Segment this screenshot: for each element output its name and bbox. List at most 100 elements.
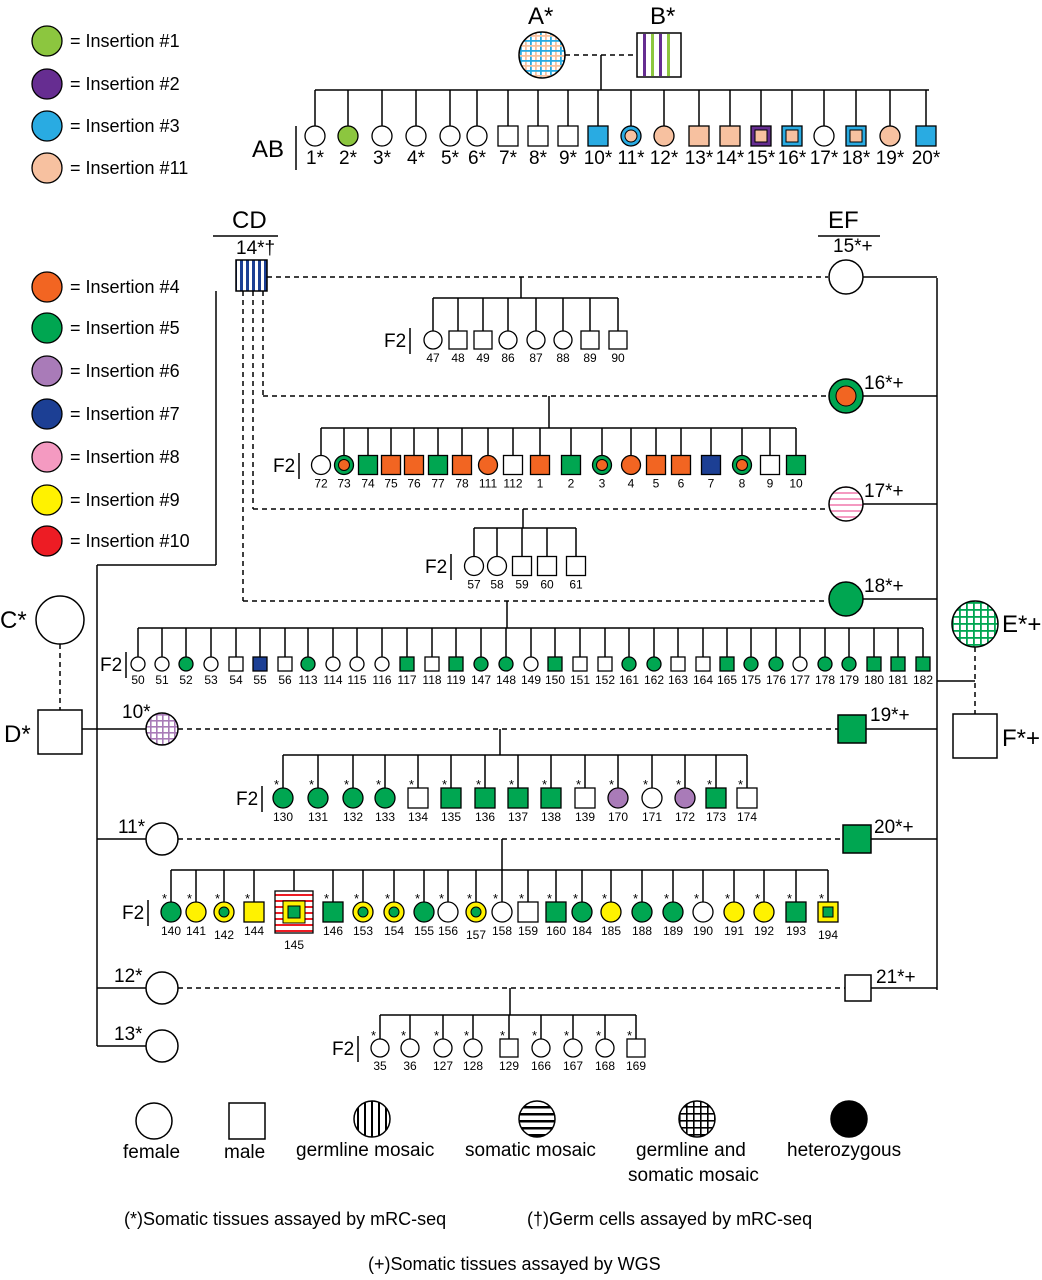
f2-individual-symbol (333, 454, 355, 476)
f2-individual-id: 189 (663, 924, 683, 938)
asterisk-mark: * (476, 777, 481, 792)
asterisk-mark: * (434, 1028, 439, 1043)
f2-individual-symbol (866, 656, 882, 672)
f2-individual-id: 167 (563, 1059, 583, 1073)
legend-germline-mosaic-label: germline mosaic (296, 1140, 434, 1161)
f2-individual-id: 161 (619, 673, 639, 687)
f2-individual-id: 49 (476, 351, 490, 365)
footnotes: (*)Somatic tissues assayed by mRC-seq (†… (124, 1209, 812, 1274)
insertion-11-swatch (31, 152, 63, 184)
insertion-5-swatch (31, 312, 63, 344)
ab-family-label: AB (252, 136, 284, 163)
insertion-7-swatch (31, 398, 63, 430)
founder-e-label: E*+ (1002, 611, 1041, 638)
asterisk-mark: * (547, 891, 552, 906)
f2-individual-id: 158 (492, 924, 512, 938)
f2-individual-id: 170 (608, 810, 628, 824)
ab-child-symbol (466, 125, 488, 147)
f2-individual-symbol (531, 1038, 551, 1058)
f2-individual-id: 176 (766, 673, 786, 687)
f2-individual-id: 115 (347, 673, 366, 687)
f2-individual-id: 140 (161, 924, 181, 938)
ab-child-symbol (813, 125, 835, 147)
f2-individual-id: 172 (675, 810, 695, 824)
f2-individual-symbol (307, 787, 329, 809)
f2-individual-symbol (597, 656, 613, 672)
f2-individual-symbol (423, 330, 443, 350)
asterisk-mark: * (376, 777, 381, 792)
f2-individual-id: 58 (490, 578, 504, 592)
ef20-label: 20*+ (874, 817, 914, 838)
ab-child-symbol (845, 125, 867, 147)
asterisk-mark: * (245, 891, 250, 906)
f2-individual-id: 144 (244, 924, 264, 938)
ab-family: A* B* AB 1*2*3*4*5*6*7*8*9*10*11*12*13*1… (252, 3, 941, 170)
f2-individual-id: 194 (818, 928, 838, 942)
f2-individual-symbol (160, 901, 182, 923)
founder-d-label: D* (4, 721, 31, 748)
f2-individual-symbol (465, 901, 487, 923)
f2-individual-symbol (477, 454, 499, 476)
asterisk-mark: * (439, 891, 444, 906)
f2-individual-symbol (759, 454, 781, 476)
f2-individual-id: 127 (433, 1059, 453, 1073)
f2-individual-id: 119 (446, 673, 465, 687)
asterisk-mark: * (542, 777, 547, 792)
asterisk-mark: * (819, 891, 824, 906)
asterisk-mark: * (633, 891, 638, 906)
f2-individual-id: 175 (741, 673, 761, 687)
f2-individual-id: 178 (815, 673, 835, 687)
f2-individual-id: 153 (353, 924, 373, 938)
ab-children: 1*2*3*4*5*6*7*8*9*10*11*12*13*14*15*16*1… (304, 90, 941, 169)
f2-individual-symbol (621, 656, 637, 672)
ef18-label: 18*+ (864, 576, 904, 597)
f2-individual-id: 86 (501, 351, 515, 365)
f2-individual-symbol (692, 901, 714, 923)
f2-individual-id: 7 (708, 477, 715, 491)
f2-individual-id: 177 (790, 673, 810, 687)
f2-individual-id: 55 (253, 673, 267, 687)
f2-label: F2 (384, 331, 406, 352)
f2-individual-id: 138 (541, 810, 561, 824)
asterisk-mark: * (493, 891, 498, 906)
f2-individual-symbol (502, 454, 524, 476)
f2-individual-id: 54 (229, 673, 243, 687)
insertion-9-label: = Insertion #9 (70, 490, 180, 510)
f2-individual-symbol (719, 656, 735, 672)
cd-family-label: CD (232, 207, 267, 234)
f2-individual-id: 117 (397, 673, 416, 687)
f2-individual-id: 159 (518, 924, 538, 938)
ab-child-label: 2* (339, 148, 358, 169)
f2-individual-id: 36 (403, 1059, 417, 1073)
f2-individual-id: 76 (407, 477, 421, 491)
f2-individual-id: 131 (308, 810, 328, 824)
f2-individual-symbol (352, 901, 374, 923)
f2-row-cd11-ef20: F2*140*141*142*144*145*146*153*154*155*1… (122, 869, 839, 952)
f2-individual-symbol (608, 330, 628, 350)
f2-individual-id: 57 (467, 578, 481, 592)
f2-individual-id: 3 (599, 477, 606, 491)
f2-individual-id: 145 (284, 938, 304, 952)
f2-individual-symbol (213, 901, 235, 923)
f2-individual-symbol (349, 656, 365, 672)
f2-label: F2 (100, 655, 122, 676)
insertion-6-swatch (31, 355, 63, 387)
f2-individual-id: 173 (706, 810, 726, 824)
f2-individual-symbol (645, 454, 667, 476)
ab-child-label: 15* (747, 148, 776, 169)
f2-individual-id: 134 (408, 810, 428, 824)
asterisk-mark: * (602, 891, 607, 906)
f2-individual-id: 160 (546, 924, 566, 938)
insertion-2-label: = Insertion #2 (70, 74, 180, 94)
asterisk-mark: * (187, 891, 192, 906)
asterisk-mark: * (576, 777, 581, 792)
f2-individual-id: 116 (372, 673, 391, 687)
f2-individual-id: 146 (323, 924, 343, 938)
f2-individual-symbol (743, 656, 759, 672)
f2-individual-id: 9 (767, 477, 774, 491)
f2-individual-id: 141 (186, 924, 206, 938)
cd14-label: 14*† (236, 238, 275, 259)
